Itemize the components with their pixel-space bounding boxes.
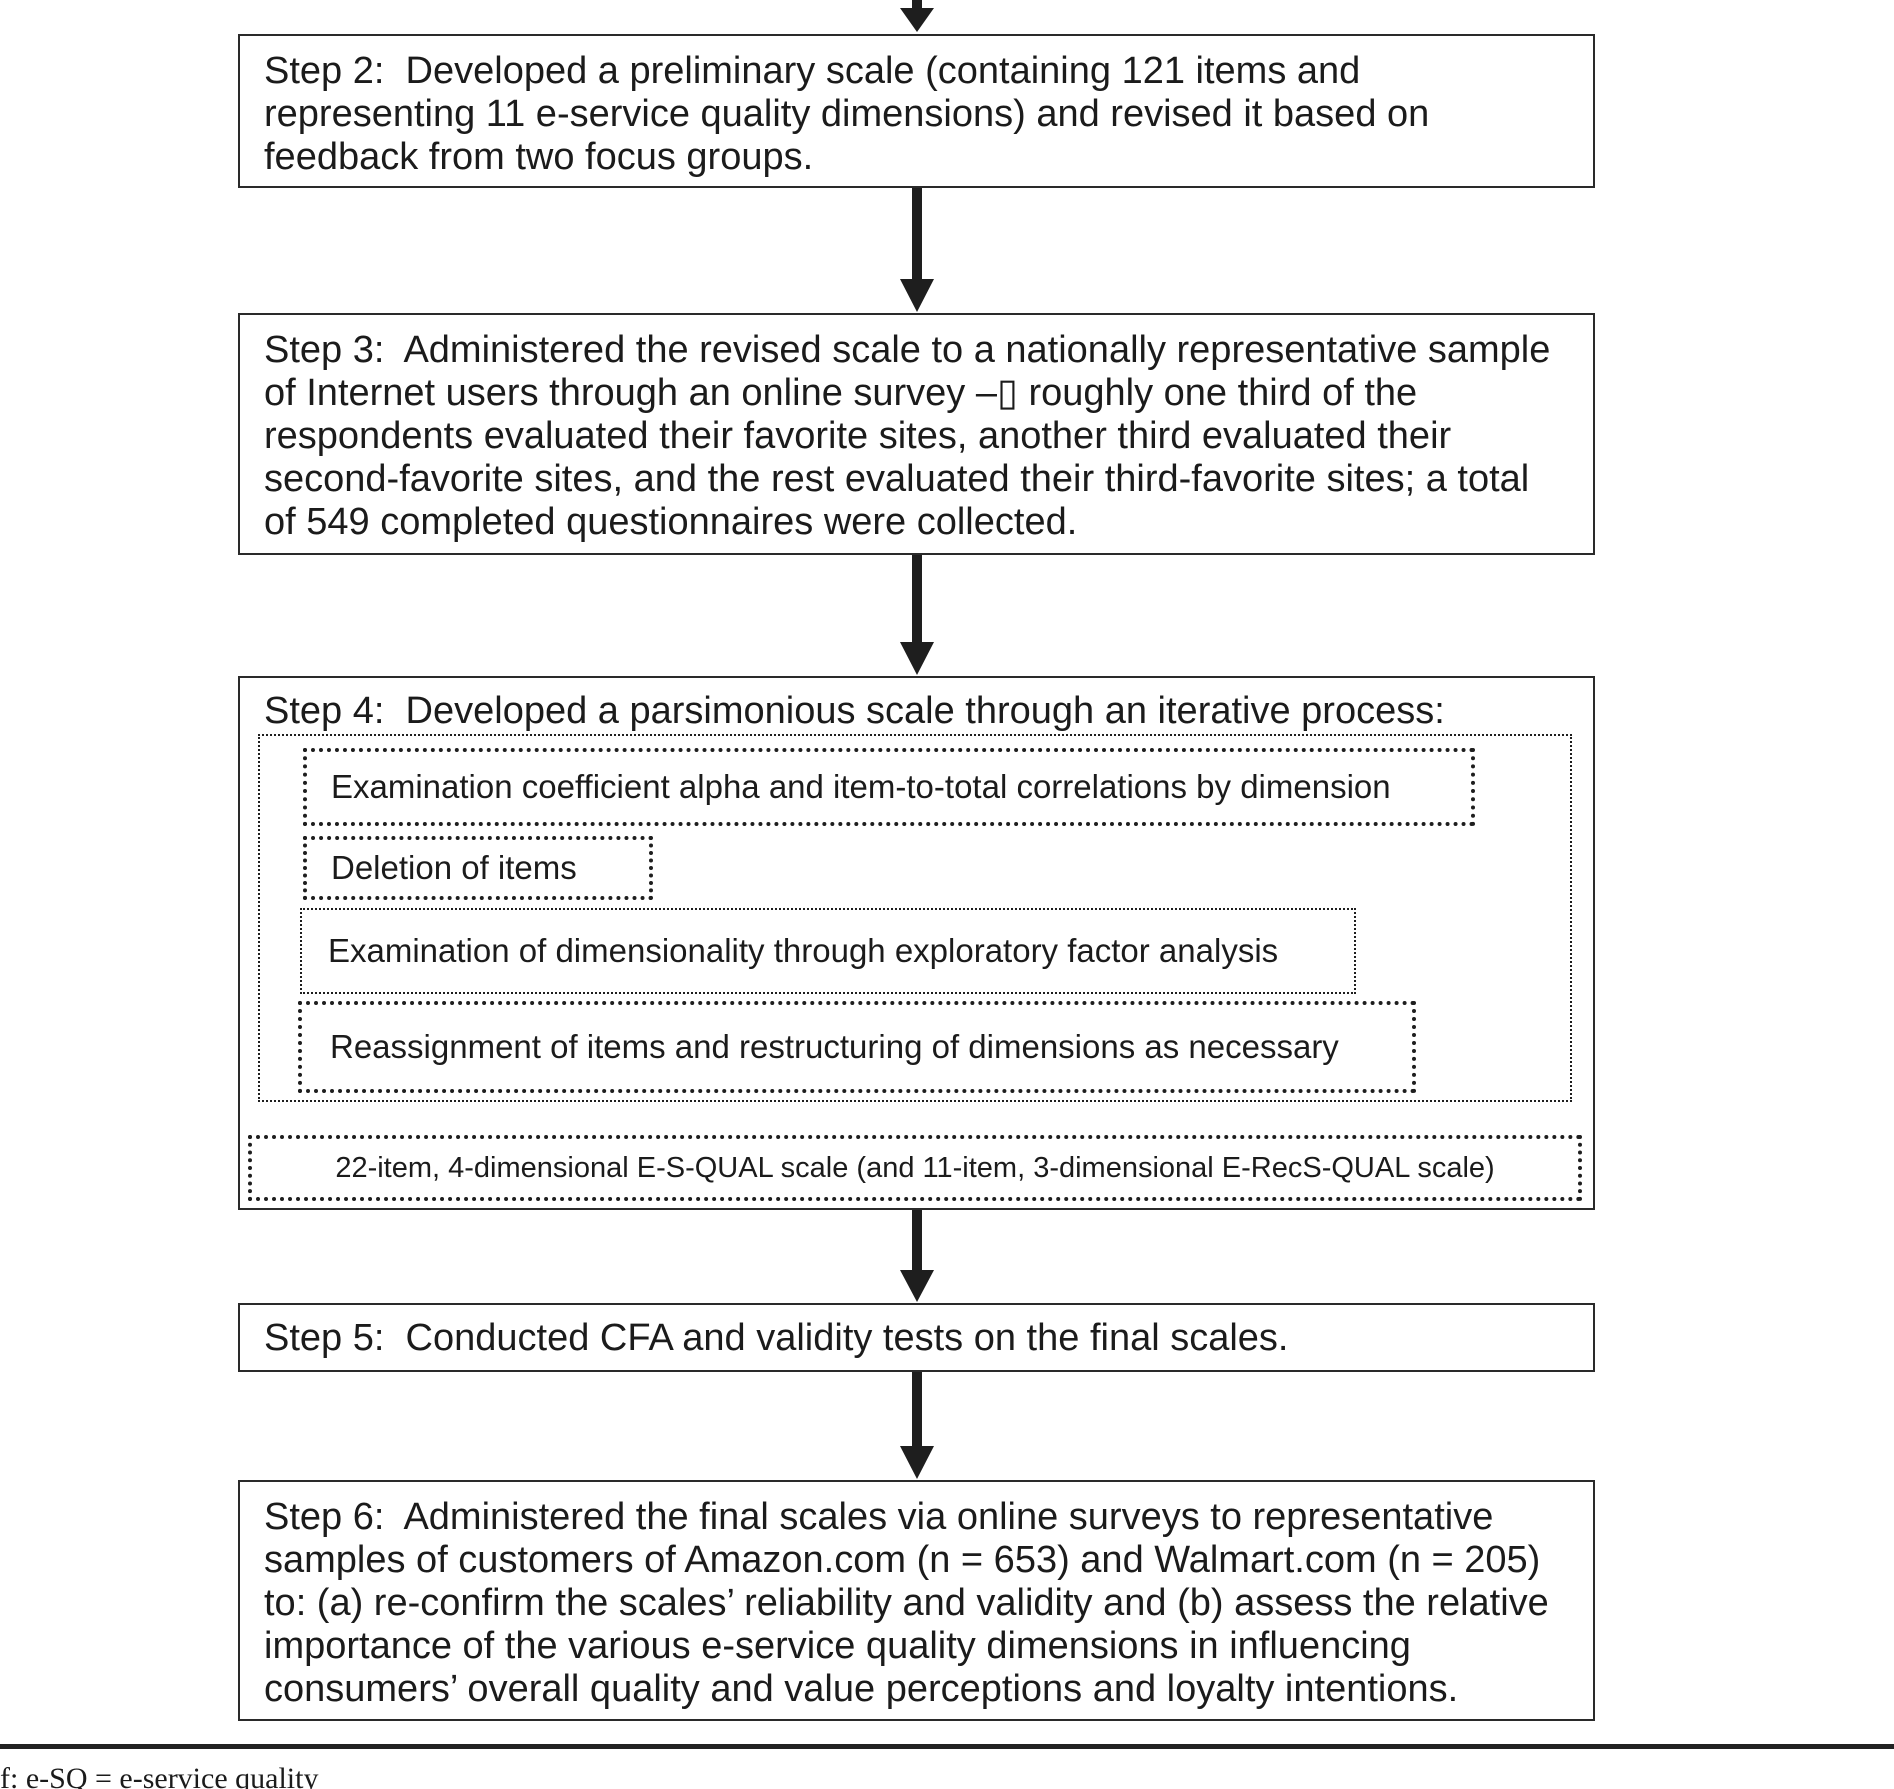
step-5-text: Step 5: Conducted CFA and validity tests…: [264, 1317, 1289, 1359]
bottom-rule: [0, 1744, 1894, 1749]
substep-exploratory-factor-analysis: Examination of dimensionality through ex…: [300, 908, 1356, 994]
substep-deletion-of-items-label: Deletion of items: [331, 849, 577, 886]
resulting-scale-box: 22-item, 4-dimensional E-S-QUAL scale (a…: [248, 1135, 1582, 1201]
arrow-into-step2: [900, 0, 934, 32]
iterative-process-frame: [258, 734, 1572, 1102]
step-2-box: Step 2: Developed a preliminary scale (c…: [238, 34, 1595, 188]
substep-exploratory-factor-analysis-label: Examination of dimensionality through ex…: [328, 932, 1279, 969]
step-2-text: Step 2: Developed a preliminary scale (c…: [264, 50, 1440, 178]
substep-coefficient-alpha-label: Examination coefficient alpha and item-t…: [331, 768, 1391, 805]
step-6-text: Step 6: Administered the final scales vi…: [264, 1496, 1560, 1710]
substep-deletion-of-items: Deletion of items: [303, 836, 653, 900]
arrow-step5-to-step6: [900, 1372, 934, 1479]
step-5-box: Step 5: Conducted CFA and validity tests…: [238, 1303, 1595, 1372]
arrow-step4-to-step5: [900, 1210, 934, 1302]
substep-coefficient-alpha: Examination coefficient alpha and item-t…: [303, 748, 1475, 826]
resulting-scale-label: 22-item, 4-dimensional E-S-QUAL scale (a…: [335, 1152, 1495, 1184]
arrow-step3-to-step4: [900, 555, 934, 675]
arrow-step2-to-step3: [900, 188, 934, 312]
step-3-box: Step 3: Administered the revised scale t…: [238, 313, 1595, 555]
footnote: f: e-SQ = e-service quality: [0, 1762, 319, 1789]
substep-reassignment-of-items-label: Reassignment of items and restructuring …: [330, 1028, 1339, 1065]
substep-reassignment-of-items: Reassignment of items and restructuring …: [298, 1001, 1416, 1093]
step-3-text: Step 3: Administered the revised scale t…: [264, 329, 1561, 543]
step-6-box: Step 6: Administered the final scales vi…: [238, 1480, 1595, 1721]
step-4-text: Step 4: Developed a parsimonious scale t…: [264, 690, 1445, 732]
